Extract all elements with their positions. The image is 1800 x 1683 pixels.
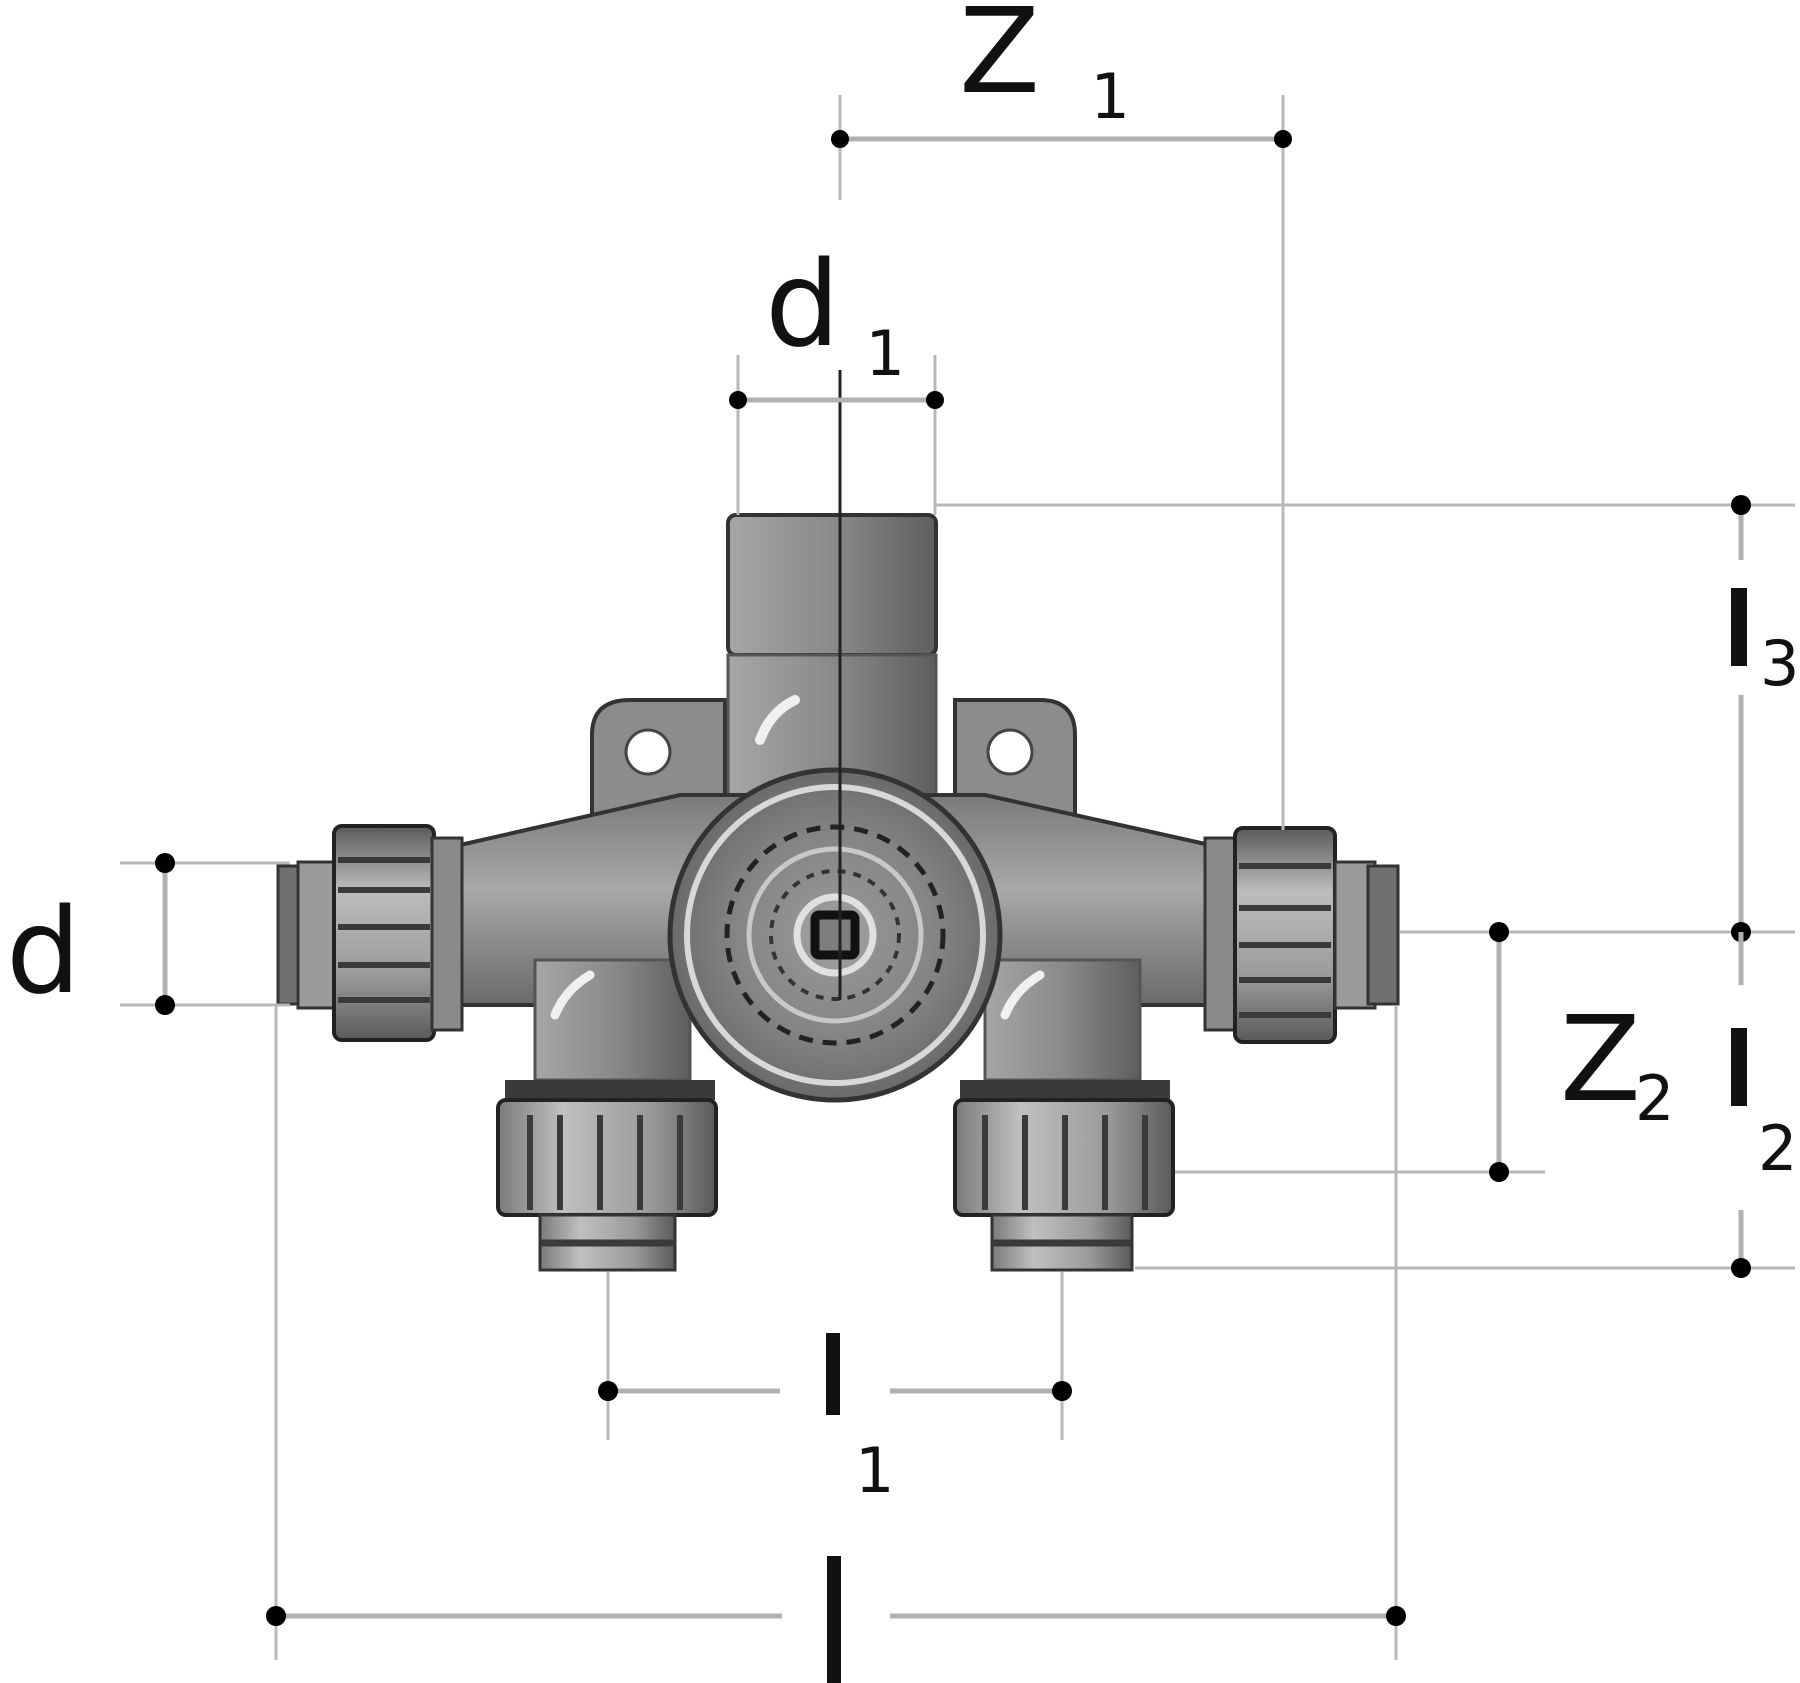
- dimension-z1: Z 1: [831, 0, 1292, 830]
- dimension-l2: l 2: [1731, 932, 1797, 1278]
- mounting-hole-right: [986, 728, 1034, 776]
- label-l2-glyph: [1731, 1028, 1747, 1106]
- dimension-l1: l 1: [598, 1272, 1072, 1507]
- dimension-l: l: [266, 1005, 1406, 1683]
- mounting-hole-left: [624, 728, 672, 776]
- highlight: [1000, 970, 1045, 1020]
- connector-right: [1203, 826, 1400, 1044]
- label-l1-subscript: 1: [855, 1434, 894, 1507]
- label-z2-subscript: 2: [1635, 1062, 1674, 1135]
- fitting-body: [276, 513, 1400, 1272]
- label-l-glyph: [827, 1556, 841, 1683]
- connector-bottom-right: [953, 1080, 1175, 1272]
- highlight: [755, 695, 800, 745]
- valve-square-key-icon: [810, 910, 860, 960]
- highlight: [550, 970, 595, 1020]
- label-d: d: [6, 882, 81, 1020]
- label-l3-glyph: [1731, 588, 1747, 666]
- label-z2: Z: [1560, 990, 1641, 1128]
- lower-branch-right: [983, 958, 1142, 1082]
- label-l3-subscript: 3: [1760, 627, 1799, 700]
- connector-left: [276, 824, 464, 1042]
- top-inlet-thread: [726, 513, 938, 657]
- label-d1: d: [765, 235, 840, 373]
- dimension-d1: d 1: [729, 235, 944, 515]
- label-z1: Z: [959, 0, 1040, 120]
- label-l1-glyph: [826, 1333, 840, 1415]
- label-d1-subscript: 1: [866, 317, 905, 390]
- dimension-d: d: [6, 853, 290, 1020]
- label-z1-subscript: 1: [1091, 60, 1130, 133]
- central-valve: [667, 767, 1003, 1103]
- dimension-l3: l 3: [1731, 495, 1799, 942]
- dimension-z2: Z 2: [1489, 922, 1674, 1182]
- label-l2-subscript: 2: [1758, 1112, 1797, 1185]
- lower-branch-left: [533, 958, 692, 1082]
- connector-bottom-left: [496, 1080, 718, 1272]
